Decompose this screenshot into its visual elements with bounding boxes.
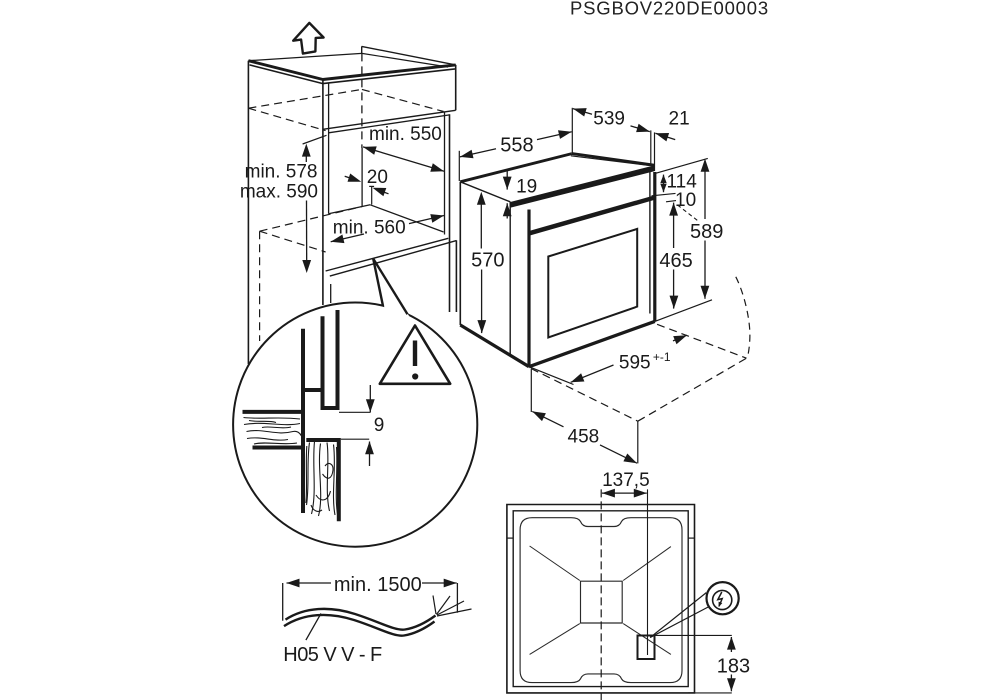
svg-text:137,5: 137,5	[602, 470, 650, 491]
svg-text:min. 550: min. 550	[369, 124, 442, 145]
svg-text:458: 458	[568, 427, 600, 448]
svg-text:114: 114	[667, 171, 698, 192]
svg-text:min. 560: min. 560	[333, 218, 406, 239]
svg-text:595: 595	[619, 353, 651, 374]
svg-text:589: 589	[690, 221, 723, 243]
svg-text:570: 570	[471, 250, 504, 272]
svg-text:558: 558	[500, 135, 533, 157]
svg-text:20: 20	[367, 167, 388, 188]
svg-text:19: 19	[516, 177, 537, 198]
svg-text:10: 10	[675, 190, 696, 211]
svg-text:539: 539	[593, 109, 625, 130]
svg-text:+-1: +-1	[653, 350, 671, 364]
svg-text:9: 9	[374, 415, 385, 436]
svg-text:465: 465	[659, 250, 692, 272]
svg-text:max. 590: max. 590	[240, 182, 318, 203]
svg-text:min. 578: min. 578	[245, 161, 318, 182]
svg-text:PSGBOV220DE00003: PSGBOV220DE00003	[570, 0, 769, 19]
svg-text:H05 V V - F: H05 V V - F	[283, 644, 382, 666]
svg-text:21: 21	[669, 109, 690, 130]
svg-text:min. 1500: min. 1500	[334, 574, 422, 596]
svg-text:183: 183	[717, 656, 750, 678]
